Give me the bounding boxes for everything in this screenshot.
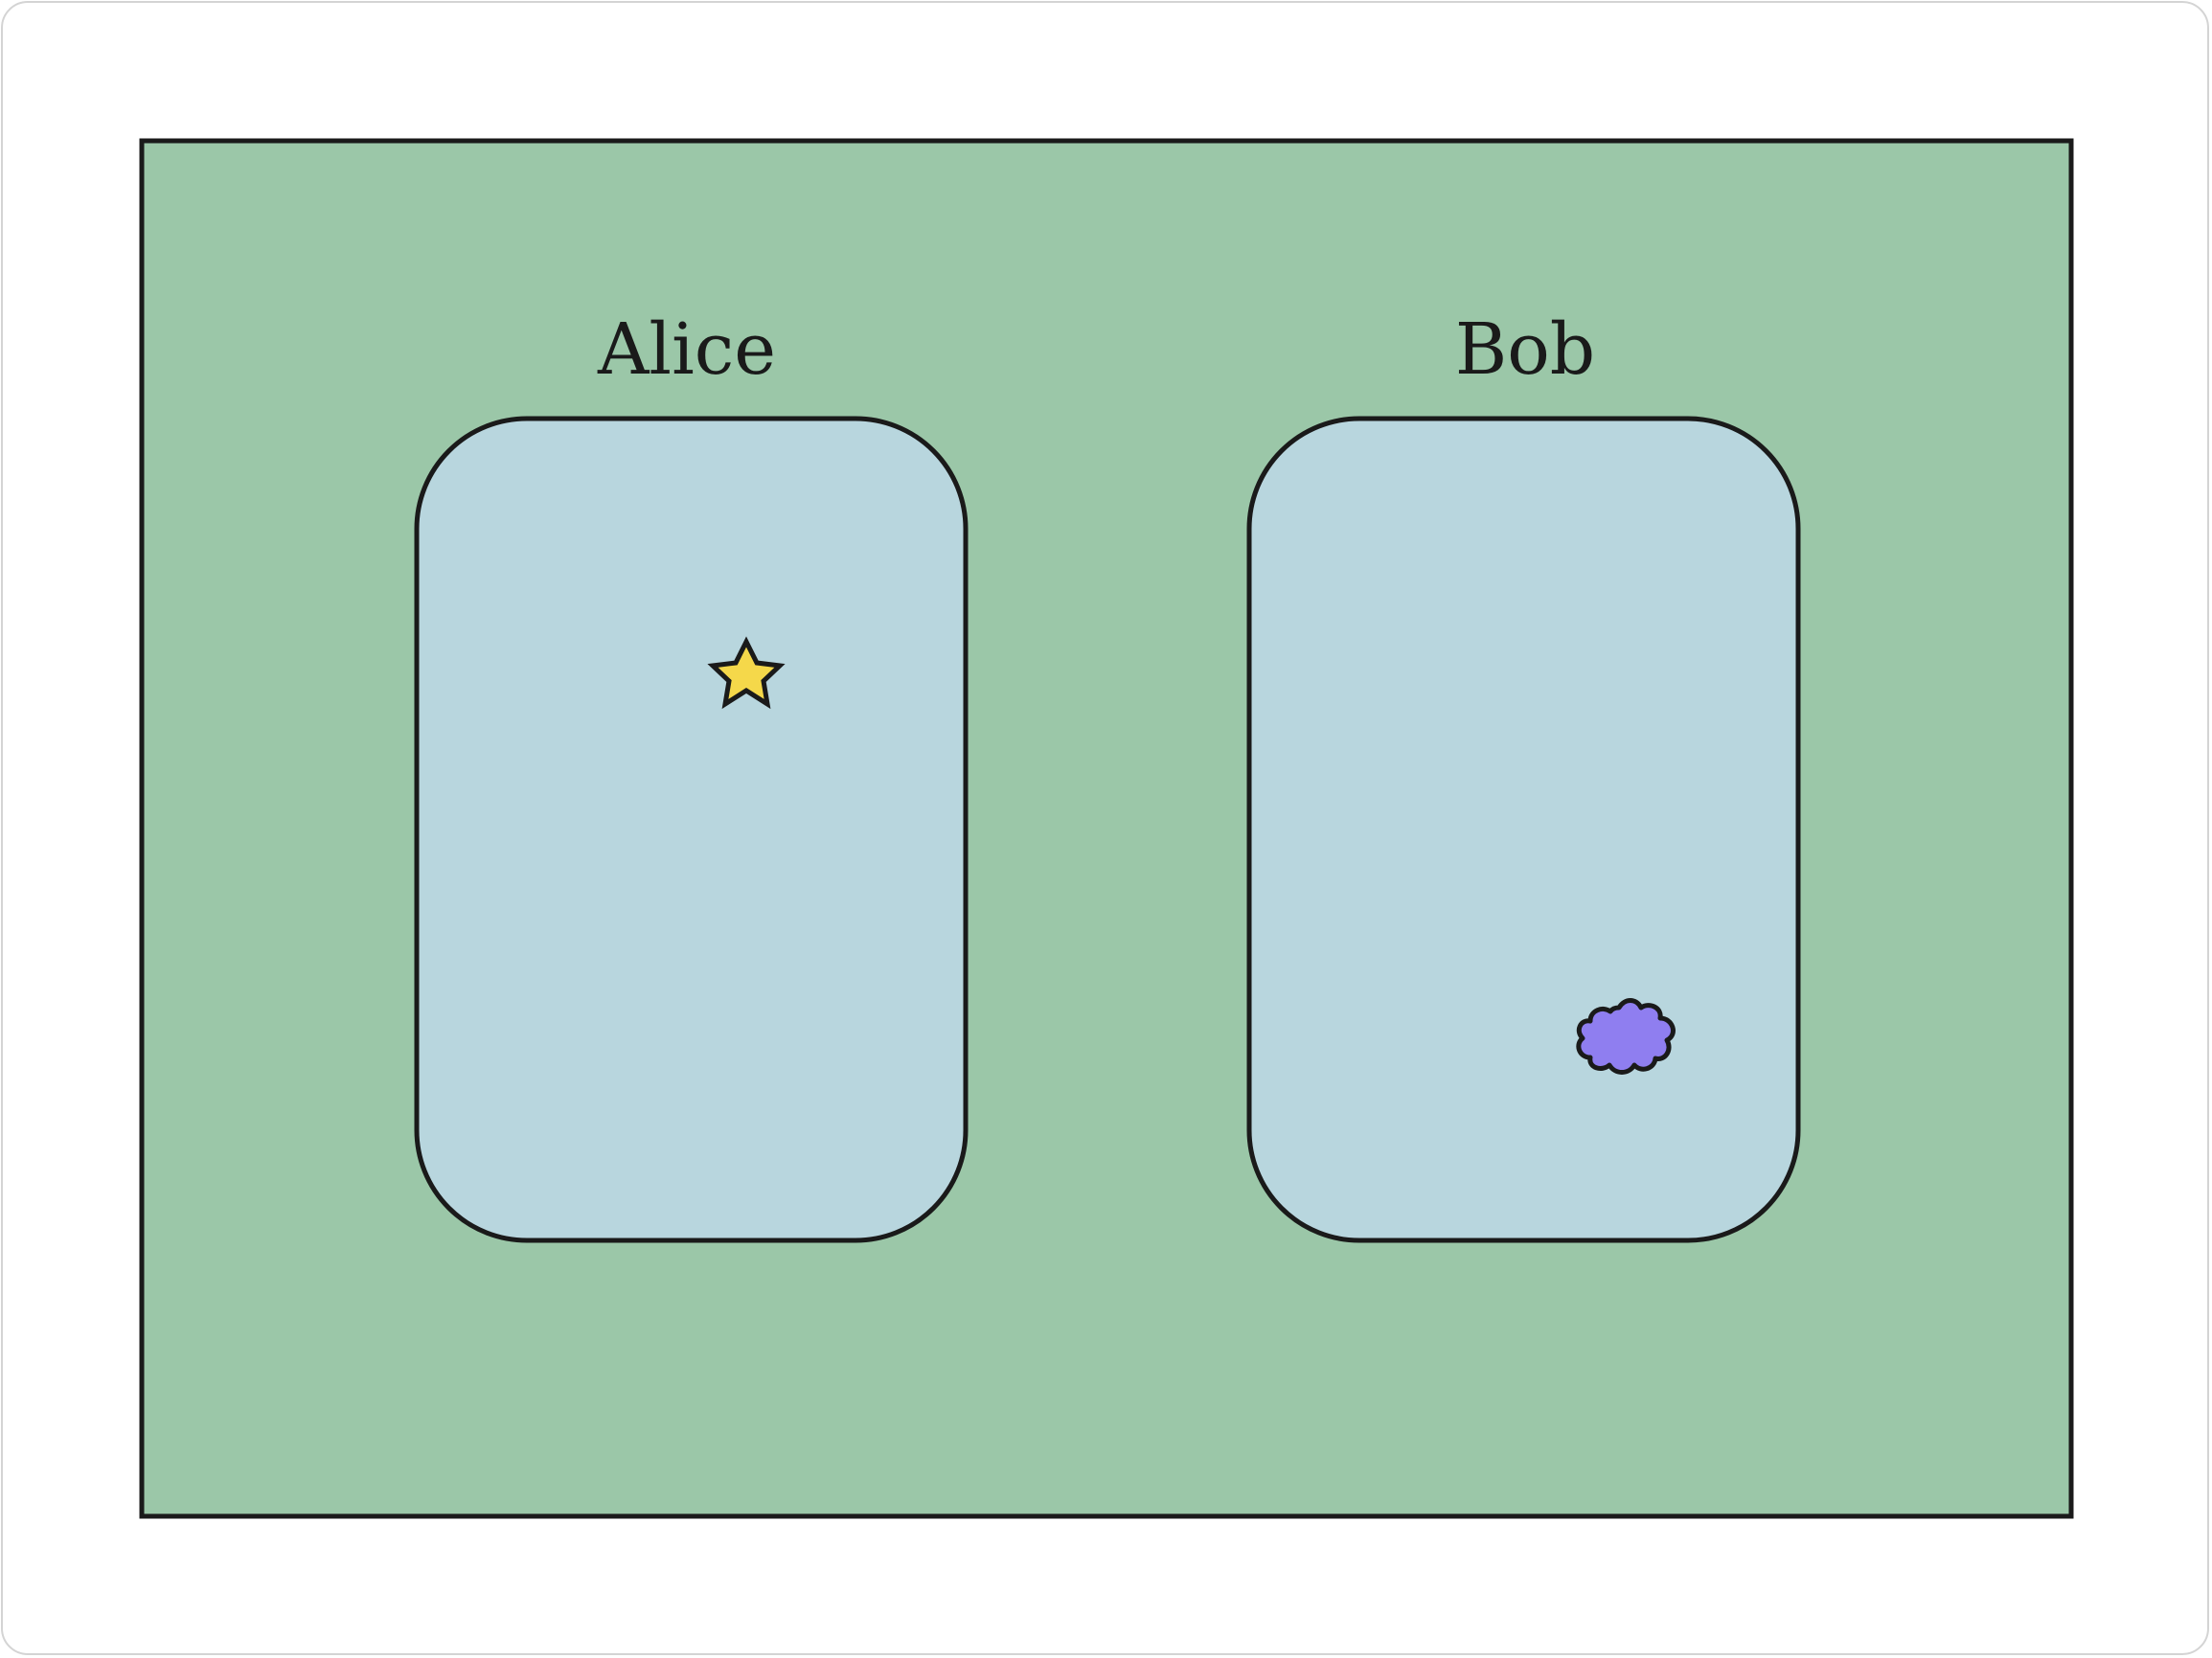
cloud-icon (1576, 998, 1676, 1075)
bob-box (1246, 416, 1801, 1243)
star-icon (707, 636, 786, 710)
bob-label: Bob (1455, 308, 1595, 391)
alice-label: Alice (597, 308, 776, 391)
alice-box (414, 416, 969, 1243)
